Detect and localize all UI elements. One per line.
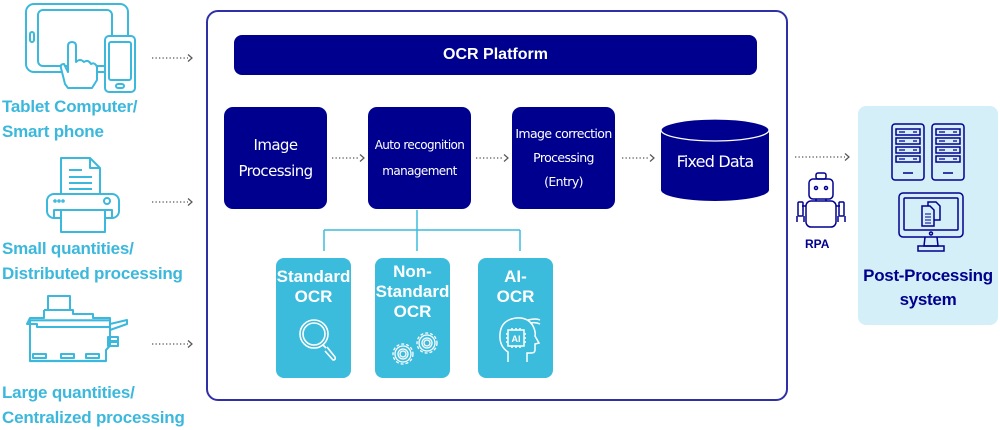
server-icon (931, 123, 965, 181)
ocr-card-standard: Standard OCR (276, 258, 351, 378)
arrow-printer-to-platform (152, 198, 193, 206)
ocr-platform-title: OCR Platform (443, 46, 548, 63)
ai-head-icon: AI (499, 317, 541, 362)
source-label-copier: Large quantities/ Centralized processing (2, 383, 185, 427)
gears-icon (392, 332, 438, 365)
arrow-tablet-to-platform (152, 54, 193, 62)
arrow-copier-to-platform (152, 340, 193, 348)
source-label-tablet: Tablet Computer/ Smart phone (2, 97, 138, 141)
step-auto-recognition: Auto recognition management (368, 107, 471, 209)
ocr-tree-connector (323, 210, 521, 251)
ocr-card-ai: AI- OCR AI (478, 258, 553, 378)
rpa-label: RPA (805, 237, 830, 251)
svg-text:AI: AI (512, 334, 521, 344)
ocr-platform-frame (206, 10, 788, 401)
source-label-printer: Small quantities/ Distributed processing (2, 239, 183, 283)
ocr-card-non-standard: Non- Standard OCR (375, 258, 450, 378)
arrow-platform-to-post (795, 153, 850, 161)
step-image-correction: Image correction Processing (Entry) (512, 107, 615, 209)
fixed-data-label: Fixed Data (676, 152, 755, 171)
magnifier-icon (299, 319, 337, 361)
server-icon (891, 123, 925, 181)
post-processing-label: Post-Processing system (863, 266, 993, 309)
arrow-step2-to-step3 (476, 154, 509, 162)
step-image-processing: Image Processing (224, 107, 327, 209)
robot-icon (796, 172, 846, 228)
fixed-data-cylinder (660, 118, 770, 201)
arrow-step3-to-datastore (622, 154, 655, 162)
arrow-step1-to-step2 (332, 154, 365, 162)
printer-icon (46, 157, 120, 233)
tablet-smartphone-icon (25, 3, 136, 93)
monitor-documents-icon (898, 192, 964, 252)
multifunction-copier-icon (26, 295, 128, 363)
post-processing-panel: Post-Processing system (858, 106, 998, 325)
ocr-platform-banner: OCR Platform (234, 35, 757, 75)
